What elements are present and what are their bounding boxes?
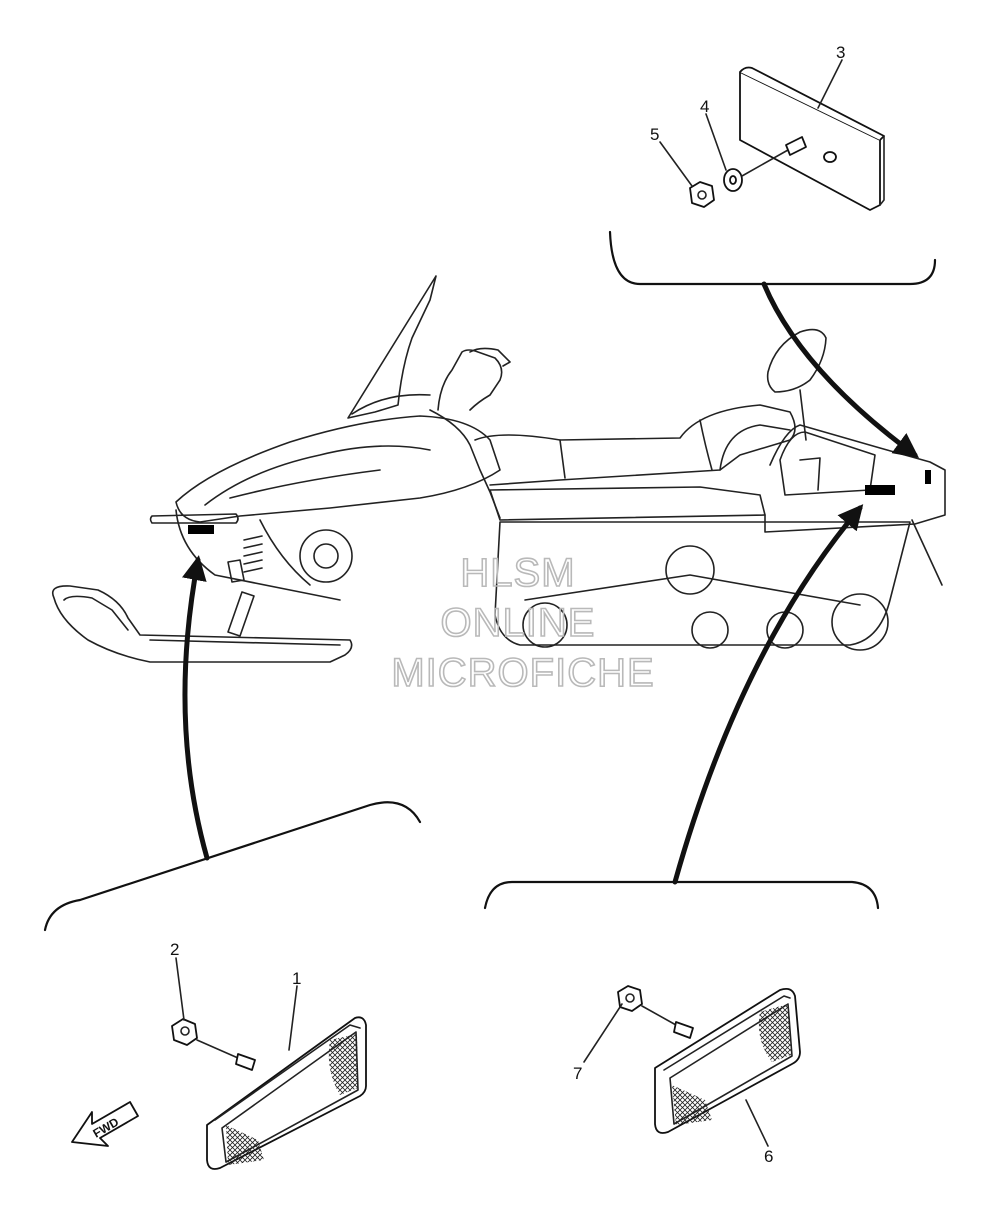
part-5-nut — [689, 181, 715, 208]
watermark-line-2: ONLINE — [441, 601, 596, 645]
callout-3: 3 — [836, 43, 845, 62]
pointer-arrows — [182, 281, 920, 885]
part-3-reflector — [739, 66, 885, 211]
callout-leaders — [175, 59, 843, 1147]
detail-brackets — [43, 230, 937, 932]
watermark-line-3: MICROFICHE — [391, 651, 654, 695]
part-4-washer — [723, 136, 807, 192]
callout-7: 7 — [573, 1064, 582, 1083]
callout-2: 2 — [170, 940, 179, 959]
part-6-reflector — [654, 987, 801, 1134]
callout-1: 1 — [292, 969, 301, 988]
callout-5: 5 — [650, 125, 659, 144]
callout-6: 6 — [764, 1147, 773, 1166]
callout-4: 4 — [700, 97, 709, 116]
watermark-line-1: HLSM — [460, 551, 575, 595]
snowmobile-illustration — [51, 275, 946, 663]
part-2-nut — [171, 1018, 256, 1071]
callout-numbers: 3 4 5 2 1 7 6 — [170, 43, 845, 1166]
part-7-nut — [617, 985, 694, 1039]
fwd-arrow-icon: FWD — [71, 1101, 139, 1147]
part-1-reflector — [206, 1016, 367, 1170]
watermark: HLSM ONLINE MICROFICHE — [391, 550, 655, 696]
